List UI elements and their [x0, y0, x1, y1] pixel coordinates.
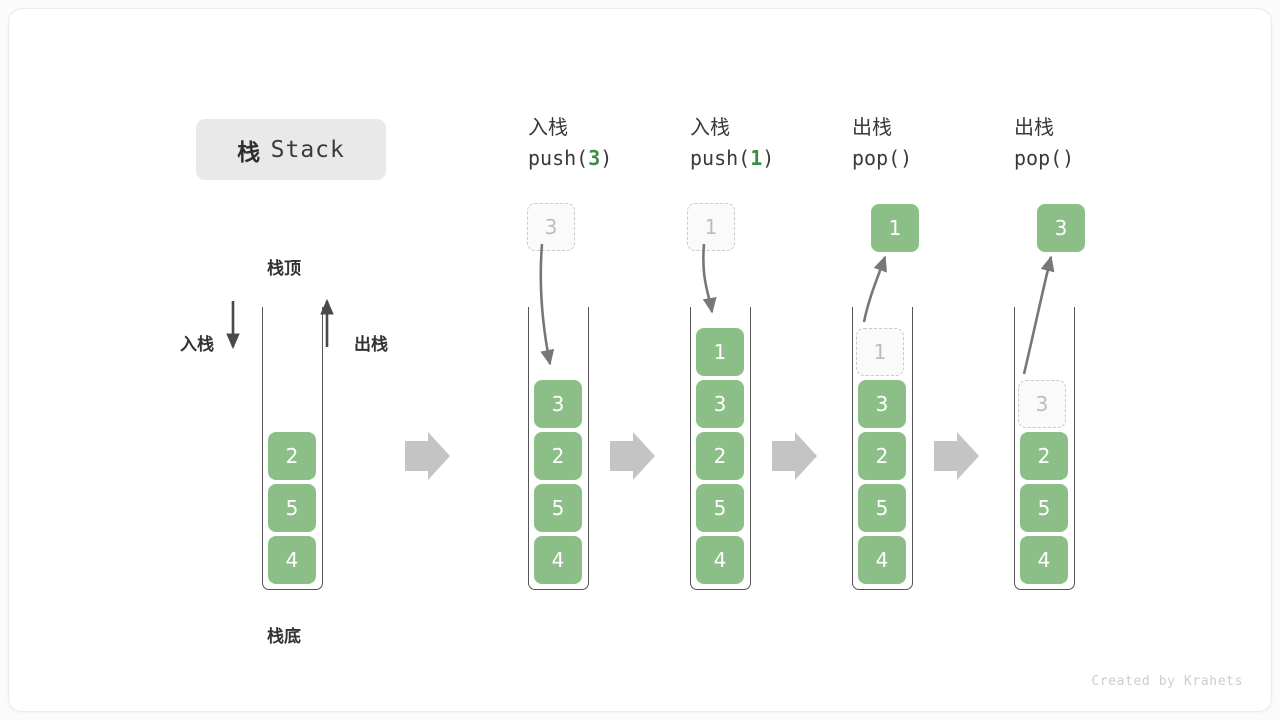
- column-header-line2: pop(): [852, 148, 912, 168]
- column-header-pop-2: 出栈 pop(): [1014, 117, 1074, 168]
- header-arg: 1: [750, 146, 763, 170]
- title-badge: 栈 Stack: [196, 119, 386, 180]
- column-header-line1: 入栈: [690, 115, 730, 139]
- stack-cell: 5: [268, 484, 316, 532]
- header-suffix: ): [600, 146, 613, 170]
- stack-container-push-3: [528, 307, 589, 590]
- ghost-cell: 1: [687, 203, 735, 251]
- stack-cell: 3: [696, 380, 744, 428]
- stack-cell: 5: [858, 484, 906, 532]
- watermark: Created by Krahets: [1091, 674, 1243, 689]
- label-stack-bottom: 栈底: [267, 627, 301, 647]
- stack-cell: 3: [858, 380, 906, 428]
- header-prefix: pop(: [1014, 146, 1063, 170]
- push-1-motion-arrow: [702, 243, 717, 314]
- popped-value-cell: 3: [1037, 204, 1085, 252]
- stack-cell: 2: [268, 432, 316, 480]
- column-header-line2: push(1): [690, 148, 774, 168]
- column-header-line1: 入栈: [528, 115, 568, 139]
- column-header-line1: 出栈: [852, 115, 892, 139]
- label-pop-side: 出栈: [354, 335, 388, 355]
- title-cn: 栈: [237, 139, 261, 166]
- stack-container-pop-2: [1014, 307, 1075, 590]
- stack-cell: 5: [534, 484, 582, 532]
- header-prefix: push(: [690, 146, 751, 170]
- column-header-line2: pop(): [1014, 148, 1074, 168]
- stack-container-initial: [262, 307, 323, 590]
- step-arrow: [610, 432, 655, 480]
- stack-cell: 2: [1020, 432, 1068, 480]
- stack-cell: 5: [696, 484, 744, 532]
- ghost-cell: 3: [527, 203, 575, 251]
- stack-cell: 4: [696, 536, 744, 584]
- ghost-cell: 1: [856, 328, 904, 376]
- stack-cell: 2: [534, 432, 582, 480]
- header-suffix: ): [762, 146, 775, 170]
- popped-value-cell: 1: [871, 204, 919, 252]
- step-arrow: [405, 432, 450, 480]
- stack-cell: 4: [534, 536, 582, 584]
- header-suffix: ): [1062, 146, 1075, 170]
- column-header-push-3: 入栈 push(3): [528, 117, 612, 168]
- stack-cell: 4: [1020, 536, 1068, 584]
- arrow-overlay: [226, 243, 1055, 480]
- ghost-cell: 3: [1018, 380, 1066, 428]
- diagram-card: 栈 Stack 栈顶 栈底 入栈 出栈 2 5 4 入栈 push(3) 3 3…: [8, 8, 1272, 712]
- column-header-pop-1: 出栈 pop(): [852, 117, 912, 168]
- step-arrow: [934, 432, 979, 480]
- stack-cell: 4: [268, 536, 316, 584]
- column-header-line1: 出栈: [1014, 115, 1054, 139]
- stack-cell: 2: [858, 432, 906, 480]
- step-arrow: [772, 432, 817, 480]
- stack-container-pop-1: [852, 307, 913, 590]
- header-arg: 3: [588, 146, 601, 170]
- stack-cell: 4: [858, 536, 906, 584]
- column-header-push-1: 入栈 push(1): [690, 117, 774, 168]
- stack-cell: 3: [534, 380, 582, 428]
- stack-cell: 1: [696, 328, 744, 376]
- stack-cell: 5: [1020, 484, 1068, 532]
- stack-container-push-1: [690, 307, 751, 590]
- label-stack-top: 栈顶: [267, 259, 301, 279]
- label-push-side: 入栈: [180, 335, 214, 355]
- stack-cell: 2: [696, 432, 744, 480]
- header-prefix: push(: [528, 146, 589, 170]
- title-en: Stack: [270, 136, 345, 163]
- column-header-line2: push(3): [528, 148, 612, 168]
- header-suffix: ): [900, 146, 913, 170]
- header-prefix: pop(: [852, 146, 901, 170]
